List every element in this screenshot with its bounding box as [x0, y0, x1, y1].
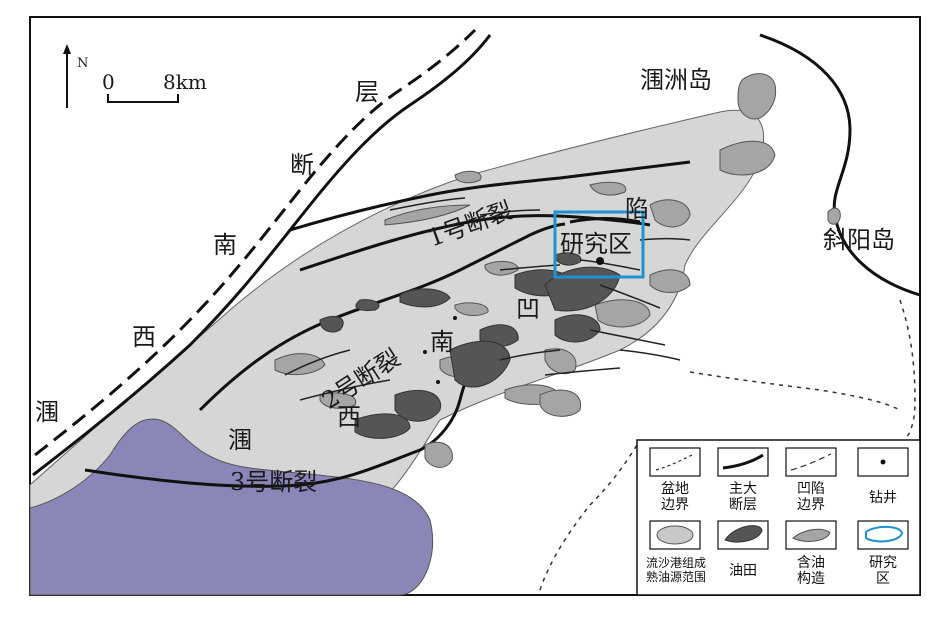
sag-boundary-dotted-3 [539, 439, 641, 591]
scale-distance-label: 8km [163, 70, 207, 94]
minor-faults [284, 197, 691, 401]
weizhou-island-shape [737, 73, 777, 120]
legend-label-study-area: 研究区 [869, 555, 897, 587]
sw-fault-char: 南 [213, 231, 237, 259]
north-label: N [77, 56, 89, 71]
sw-fault-char: 涠 [35, 398, 59, 426]
well-dot [423, 350, 427, 354]
sw-fault-char: 断 [290, 151, 314, 179]
study-area-label: 研究区 [560, 230, 632, 258]
well-dot [436, 380, 440, 384]
oil-structures [274, 140, 776, 468]
scale-zero-label: 0 [102, 70, 115, 94]
legend-label-sag-boundary: 凹陷边界 [797, 481, 825, 513]
legend-label-oil-structure: 含油构造 [797, 555, 825, 587]
east-boundary [759, 33, 921, 297]
legend-label-oil-field: 油田 [729, 563, 757, 579]
legend-label-main-fault: 主大断层 [729, 481, 757, 513]
fault-3-label: 3号断裂 [230, 468, 318, 496]
weizhou-island-label: 涠洲岛 [640, 66, 712, 94]
xieyang-island-label: 斜阳岛 [823, 226, 895, 254]
fault-2-line [198, 222, 566, 412]
fault-3-line [84, 363, 477, 488]
sag-label-char: 南 [430, 328, 454, 356]
legend-label-basin-boundary: 盆地边界 [661, 481, 689, 513]
sw-fault-char: 西 [132, 323, 156, 351]
sag-boundary-dotted-1 [899, 299, 916, 441]
fault-1-line [289, 160, 691, 232]
well-dot [453, 316, 457, 320]
north-arrow-icon [63, 44, 71, 108]
legend-label-source-rock: 流沙港组成熟油源范围 [645, 556, 706, 584]
legend-label-well: 钻井 [869, 490, 897, 506]
xieyang-island-shape [827, 207, 841, 225]
sag-label-char: 涠 [228, 426, 252, 454]
sag-label-char: 凹 [516, 295, 540, 323]
sw-fault-dashed [34, 28, 477, 457]
study-area-fault [569, 217, 641, 224]
sag-boundary-dotted-2 [689, 371, 901, 411]
sag-label-char: 西 [337, 403, 361, 431]
sag-label-char: 陷 [625, 195, 649, 223]
scale-bar [107, 94, 179, 103]
source-rock-area [29, 418, 434, 596]
well-dot [596, 257, 604, 265]
map-frame [29, 16, 921, 596]
study-area-box [553, 210, 645, 279]
sw-fault-char: 层 [355, 78, 379, 106]
sw-fault-solid [32, 34, 492, 477]
legend [636, 439, 921, 596]
